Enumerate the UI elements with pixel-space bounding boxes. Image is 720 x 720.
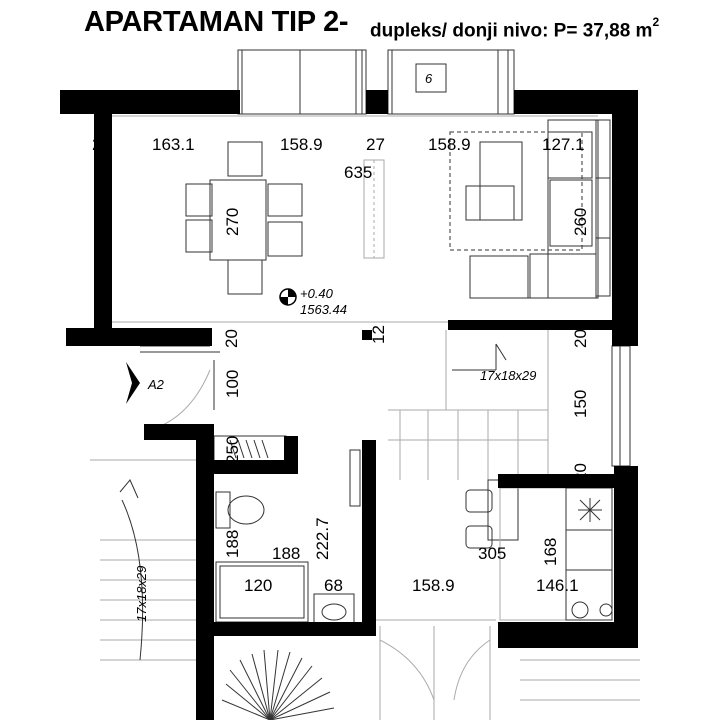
dim-150: 150	[571, 390, 590, 418]
dim-100: 100	[223, 370, 242, 398]
dim-250: 250	[223, 436, 242, 464]
dim-20-left: 20	[222, 329, 241, 348]
dim-158-9-right: 158.9	[428, 135, 471, 154]
dim-127-1: 127.1	[542, 135, 585, 154]
dim-635: 635	[344, 163, 372, 182]
stair-spec-lower: 17x18x29	[134, 566, 149, 622]
elevation-marker-icon	[279, 288, 297, 306]
title-superscript: 2	[652, 15, 660, 29]
dim-222-7: 222.7	[313, 517, 332, 560]
dim-120: 120	[244, 576, 272, 595]
dim-68: 68	[324, 576, 343, 595]
dim-260: 260	[571, 208, 590, 236]
dim-158-9-bottom: 158.9	[412, 576, 455, 595]
stair-spec-upper: 17x18x29	[480, 368, 536, 383]
dim-270: 270	[223, 208, 242, 236]
dim-27: 27	[366, 135, 385, 154]
dim-168: 168	[541, 538, 560, 566]
dim-188-vertical: 188	[223, 530, 242, 558]
dim-158-9-left: 158.9	[280, 135, 323, 154]
dim-20-right-top: 20	[571, 329, 590, 348]
title-main: APARTAMAN TIP 2-	[84, 6, 349, 38]
dim-left-edge: 20	[92, 135, 111, 154]
dim-305: 305	[478, 544, 506, 563]
walls	[60, 90, 638, 720]
elevation-relative: +0.40	[300, 286, 334, 301]
dim-163-1: 163.1	[152, 135, 195, 154]
dim-12: 12	[369, 325, 388, 344]
dim-20-right-bottom: 20	[571, 463, 590, 482]
title-subtitle: dupleks/ donji nivo: P= 37,88 m2	[370, 15, 660, 42]
dim-188-horizontal: 188	[272, 544, 300, 563]
room-number-label: 6	[425, 71, 433, 86]
section-arrow-icon	[126, 362, 140, 404]
dim-146-1: 146.1	[536, 576, 579, 595]
title-subtitle-text: dupleks/ donji nivo: P= 37,88 m	[370, 20, 653, 42]
elevation-absolute: 1563.44	[300, 302, 347, 317]
section-marker-label: A2	[147, 377, 165, 392]
